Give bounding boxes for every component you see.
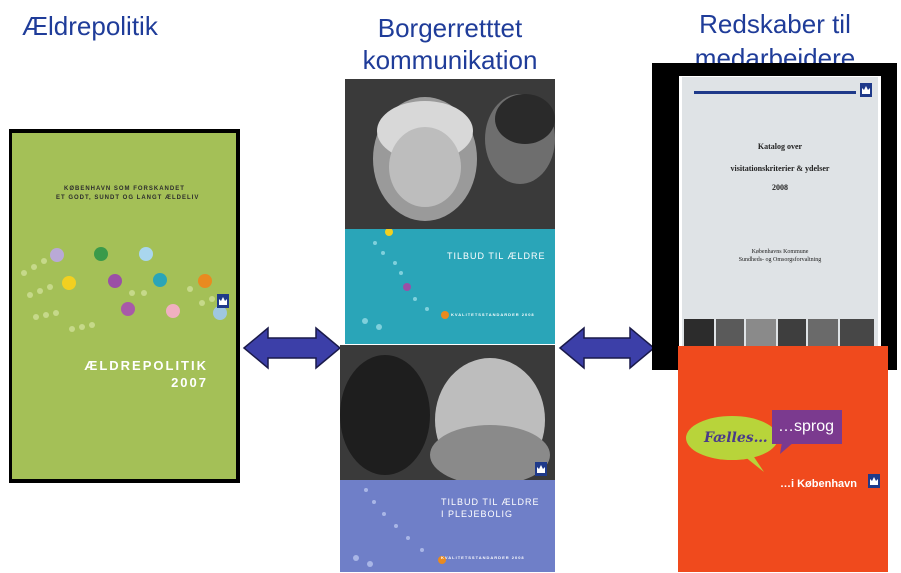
catalog-title-line2: visitationskriterier & ydelser [730,164,830,173]
speech-bubble-right-tail [780,442,794,454]
heading-borgerrettet-line1: Borgerretttet [377,13,523,43]
catalog-title-line1: Katalog over [757,142,803,151]
catalog-frame: Katalog over visitationskriterier & ydel… [679,76,881,366]
policy-header-line2: ET GODT, SUNDT OG LANGT ÆLDELIV [56,195,200,201]
brochure-tilbud-i-plejebolig: TILBUD TIL ÆLDRE I PLEJEBOLIG KVALITETSS… [340,345,555,572]
catalog-org-line1: Københavns Kommune [751,249,809,255]
crest-icon [860,83,872,97]
crest-icon [868,474,880,488]
policy-booklet-page: KØBENHAVN SOM FORSKANDET ET GODT, SUNDT … [12,133,236,479]
bubble-left-text: Fælles… [704,430,768,446]
policy-title-line1: ÆLDREPOLITIK [84,358,208,373]
brochure-blue-band: TILBUD TIL ÆLDRE I PLEJEBOLIG KVALITETSS… [340,480,555,572]
policy-dot-pattern [21,247,227,332]
brochure-tilbud-til-aeldre: TILBUD TIL ÆLDRE KVALITETSSTANDARDER 200… [345,79,555,344]
speech-bubble-left [686,416,778,472]
catalog-year: 2008 [772,183,788,192]
brochure-photo [340,345,555,480]
faelles-sprog-poster: Fælles… …sprog …i København [678,346,888,572]
brochure-title: TILBUD TIL ÆLDRE [447,251,546,261]
double-arrow-icon [558,326,656,370]
policy-header-line1: KØBENHAVN SOM FORSKANDET [64,186,185,192]
speech-bubble-right [772,410,842,444]
brochure-title-line1: TILBUD TIL ÆLDRE [441,497,540,507]
policy-title-line2: 2007 [171,375,208,390]
brochure-dot-pattern [353,488,446,567]
heading-borgerrettet-line2: kommunikation [362,45,538,75]
catalog-top-rule [694,91,856,94]
catalog-page: Katalog over visitationskriterier & ydel… [682,77,878,363]
brochure-title-line2: I PLEJEBOLIG [441,509,514,519]
heading-redskaber-line1: Redskaber til [699,9,851,39]
bubble-right-text: …sprog [778,418,835,435]
crest-icon [535,462,547,476]
brochure-footer: KVALITETSSTANDARDER 2008 [441,555,525,560]
double-arrow-icon [242,326,342,370]
brochure-photo [345,79,555,229]
poster-tagline: …i København [780,478,858,490]
catalog-org-line2: Sundheds- og Omsorgsforvaltning [738,257,822,263]
brochure-footer: KVALITETSSTANDARDER 2008 [451,312,535,317]
brochure-teal-band: TILBUD TIL ÆLDRE KVALITETSSTANDARDER 200… [345,229,555,344]
heading-aeldrepolitik: Ældrepolitik [22,11,158,41]
catalog-cover: Katalog over visitationskriterier & ydel… [652,63,897,370]
brochure-dot-pattern [362,229,449,330]
policy-booklet-cover: KØBENHAVN SOM FORSKANDET ET GODT, SUNDT … [9,129,240,483]
crest-icon [217,294,229,308]
